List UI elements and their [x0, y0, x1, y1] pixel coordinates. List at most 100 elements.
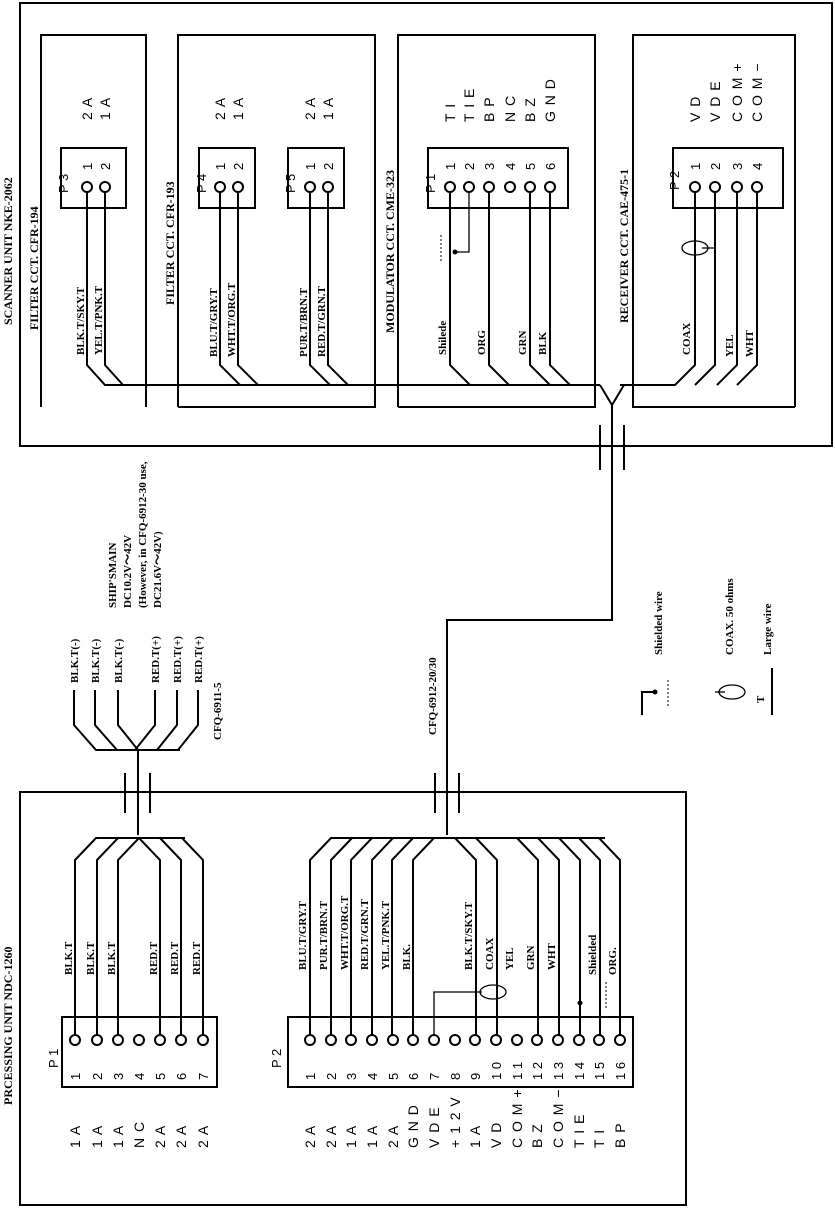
pin-number: 1 — [303, 1073, 318, 1080]
pin-number: 1 — [303, 163, 318, 170]
pin-p4-1 — [214, 181, 226, 193]
power-wire-label: RED.T(+) — [172, 636, 184, 683]
module-title-cme323: MODULATOR CCT. CME-323 — [383, 170, 397, 333]
wire-label: YEL — [724, 334, 736, 357]
pin-signal: N C — [131, 1121, 147, 1148]
pins-p3: 1 2 2 A 1 A — [79, 97, 113, 193]
power-wire-label: BLK.T(-) — [113, 638, 125, 683]
power-wire — [117, 690, 139, 751]
wire-label: GRN — [525, 946, 537, 971]
pin-signal: 2 A — [173, 1125, 189, 1148]
pin-number: 1 0 — [489, 1062, 504, 1080]
connector-label-p4: P 4 — [194, 174, 209, 193]
wire-label: RED.T — [191, 941, 203, 975]
power-wire — [156, 690, 178, 751]
coax-shield-link — [433, 991, 482, 1035]
pin-signal: C O M + — [729, 62, 745, 122]
pin-number: 3 — [111, 1073, 126, 1080]
wire-label: BLK.T — [85, 941, 97, 975]
pin-signal: 1 A — [97, 97, 113, 120]
pin-signal: 1 A — [230, 97, 246, 120]
pin-number: 2 — [321, 163, 336, 170]
scanner-wires — [86, 192, 758, 407]
wire — [537, 837, 560, 1035]
pin — [112, 1034, 124, 1046]
pin-number: 2 — [462, 163, 477, 170]
connector-label-proc-p1: P 1 — [46, 1049, 61, 1068]
processing-unit-frame — [19, 791, 687, 1206]
pin — [387, 1034, 399, 1046]
pin — [511, 1034, 523, 1046]
wire-label: BLK — [537, 331, 549, 355]
pin-p2-rcv-2 — [709, 181, 721, 193]
pin-number: 2 — [231, 163, 246, 170]
wire-label: BLK.T — [63, 941, 75, 975]
pin — [469, 1034, 481, 1046]
wire-label: RED.T — [169, 941, 181, 975]
pin-signal: V D E — [426, 1106, 442, 1148]
pin-p2-rcv-3 — [731, 181, 743, 193]
pin — [91, 1034, 103, 1046]
pin-signal: 2 A — [79, 97, 95, 120]
legend-shielded-symbol — [641, 691, 655, 715]
scanner-unit: SCANNER UNIT NKE-2062 FILTER CCT. CFR-19… — [1, 2, 833, 447]
pin-signal: C O M − — [749, 62, 765, 122]
pin-number: 1 1 — [510, 1062, 525, 1080]
pin — [552, 1034, 564, 1046]
wire-label: YEL.T/PNK.T — [93, 285, 105, 355]
power-wire-label: RED.T(+) — [150, 636, 162, 683]
wire — [620, 192, 696, 386]
wire — [529, 192, 551, 386]
pin-signal: B Z — [529, 1123, 545, 1148]
pin-p5-2 — [322, 181, 334, 193]
coax-symbol — [479, 984, 507, 1000]
pin — [531, 1034, 543, 1046]
pin-p3-1 — [81, 181, 93, 193]
wire — [578, 837, 601, 1035]
pin-signal: V D — [687, 96, 703, 122]
wire — [371, 837, 394, 1035]
connector-label-p1-mod: P 1 — [423, 174, 438, 193]
pin-p1-mod-3 — [483, 181, 495, 193]
wire-label: RED.T/GRN.T — [316, 285, 328, 357]
power-cable-label: CFQ-6911-5 — [212, 682, 224, 740]
pin-p1-mod-2 — [463, 181, 475, 193]
legend-large-label: Large wire — [762, 603, 774, 655]
wire-label: YEL — [504, 947, 516, 970]
pins-p2-rcv: 1 2 3 4 V D V D E C O M + C O M − — [687, 62, 765, 193]
wire — [327, 192, 349, 386]
power-wire — [177, 690, 199, 751]
pin-number: 1 — [80, 163, 95, 170]
pin — [69, 1034, 81, 1046]
pin-p1-mod-6 — [544, 181, 556, 193]
connector-label-p5: P 5 — [283, 174, 298, 193]
pin-number: 5 — [153, 1073, 168, 1080]
pin-number: 4 — [365, 1073, 380, 1080]
wire — [181, 837, 204, 1035]
pin — [573, 1034, 585, 1046]
pin-number: 3 — [730, 163, 745, 170]
wire — [86, 192, 600, 386]
wire-label: WHT — [744, 329, 756, 357]
pin-p3-2 — [99, 181, 111, 193]
scanner-unit-frame — [19, 2, 833, 447]
wire — [104, 192, 124, 386]
wire-label: BLK.T — [106, 941, 118, 975]
pin-signal: V D — [488, 1122, 504, 1148]
module-frame-cfr194 — [40, 34, 147, 407]
connector-box-p5 — [287, 147, 345, 209]
module-frame-cae475 — [632, 34, 796, 408]
connector-label-proc-p2: P 2 — [269, 1049, 284, 1068]
pin — [133, 1034, 145, 1046]
wire-label: BLU.T/GRY.T — [208, 287, 220, 357]
power-wire-label: RED.T(+) — [193, 636, 205, 683]
main-cable-label: CFQ-6912-20/30 — [427, 657, 439, 735]
pin-signal: B P — [612, 1122, 628, 1148]
wire-label: COAX — [484, 938, 496, 970]
pin — [197, 1034, 209, 1046]
wire-label: PUR.T/BRN.T — [318, 900, 330, 970]
pin-signal: 1 A — [343, 1125, 359, 1148]
pin-signal: C O M − — [550, 1088, 566, 1148]
pin — [593, 1034, 605, 1046]
